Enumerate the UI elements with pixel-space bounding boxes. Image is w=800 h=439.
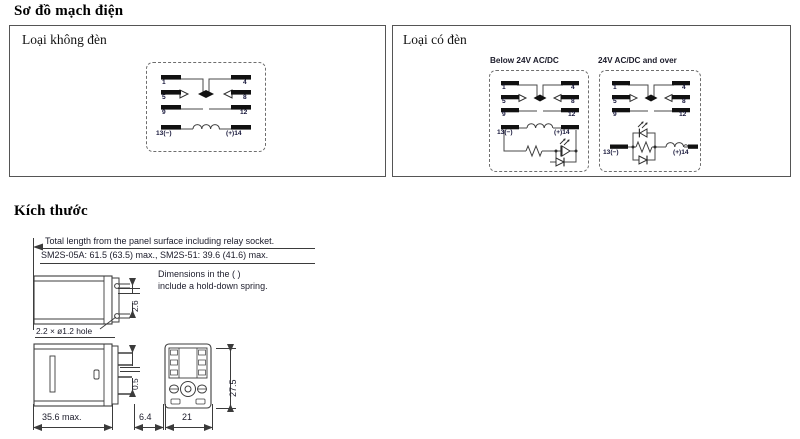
terminal-12: 12 — [679, 111, 687, 118]
dim-64-arrow-left — [134, 424, 143, 431]
panel-no-lamp-title: Loại không đèn — [22, 32, 107, 47]
relay-side-view-upper-svg — [33, 275, 130, 330]
terminal-13-neg: 13(−) — [497, 129, 513, 136]
dim-21-ext-left — [165, 404, 166, 430]
relay-side-view-upper — [32, 272, 162, 330]
terminal-14-pos: (+)14 — [226, 130, 242, 137]
terminal-13-neg: 13(−) — [156, 130, 172, 137]
dim-64-arrow-right — [155, 424, 164, 431]
terminal-5: 5 — [502, 98, 506, 105]
circuit-24v-over-svg — [610, 81, 698, 165]
terminal-5: 5 — [613, 98, 617, 105]
dim-64-ext-right — [163, 404, 164, 430]
terminal-4: 4 — [682, 84, 686, 91]
dim-26-upper-ext — [132, 281, 133, 294]
hole-label: 2.2 × ø1.2 hole — [36, 326, 93, 336]
terminal-4: 4 — [571, 84, 575, 91]
terminal-1: 1 — [502, 84, 506, 91]
dim-05-ref-upper — [120, 367, 140, 368]
dim-356-ext-right — [112, 404, 113, 430]
dim-64-line — [134, 427, 163, 428]
circuit-lamp-24v-over: 1 5 9 4 8 12 13(−) (+)14 — [599, 70, 701, 172]
dim-21-line — [165, 427, 212, 428]
dim-value-35-6: 35.6 max. — [42, 412, 82, 422]
dim-value-2-6: 2.6 — [130, 300, 140, 312]
dim-356-line — [33, 427, 112, 428]
circuit-no-lamp-svg — [161, 75, 251, 130]
dim-26-arrow-bottom — [129, 310, 136, 318]
relay-side-view-lower — [32, 342, 162, 414]
dim-275-ext-bottom — [216, 408, 236, 409]
circuit-no-lamp: 1 5 9 4 8 12 13(−) (+)14 — [146, 62, 266, 152]
dim-21-ext-right — [212, 404, 213, 430]
relay-bottom-view-svg — [164, 343, 212, 409]
panel-with-lamp-title: Loại có đèn — [403, 32, 467, 47]
terminal-9: 9 — [613, 111, 617, 118]
terminal-1: 1 — [162, 79, 166, 86]
dim-356-arrow-left — [33, 424, 42, 431]
relay-bottom-view — [162, 342, 222, 414]
dim-value-27-5: 27.5 — [228, 379, 238, 397]
dimension-arrow-left — [33, 243, 43, 251]
dim-05-arrow-bottom — [129, 389, 136, 397]
terminal-8: 8 — [571, 98, 575, 105]
dim-value-21: 21 — [182, 412, 193, 422]
terminal-9: 9 — [162, 109, 166, 116]
dim-05-ref-lower — [120, 371, 140, 372]
dim-275-ext-top — [216, 348, 236, 349]
dim-21-arrow-left — [165, 424, 174, 431]
dimension-note-line-2: SM2S-05A: 61.5 (63.5) max., SM2S-51: 39.… — [41, 250, 269, 260]
dim-05-upper-ext — [132, 348, 133, 366]
dimension-note-line-1: Total length from the panel surface incl… — [45, 236, 275, 246]
dim-356-ext-left — [33, 404, 34, 430]
dim-64-ext-left — [134, 404, 135, 430]
terminal-13-neg: 13(−) — [603, 149, 619, 156]
dim-26-ref-upper — [118, 288, 140, 289]
dim-05-lower-ext — [132, 378, 133, 396]
dim-26-ref-lower — [118, 293, 140, 294]
dim-05-arrow-top — [129, 345, 136, 353]
spring-note-line-2: include a hold-down spring. — [158, 281, 268, 291]
terminal-8: 8 — [243, 94, 247, 101]
dim-356-arrow-right — [104, 424, 113, 431]
terminal-5: 5 — [162, 94, 166, 101]
dimension-note-underline-2 — [40, 263, 315, 264]
terminal-14-pos: (+)14 — [673, 149, 689, 156]
panel-with-lamp: Loại có đèn Below 24V AC/DC 24V AC/DC an… — [392, 25, 791, 177]
dimensions-heading: Kích thước — [14, 203, 88, 219]
terminal-8: 8 — [682, 98, 686, 105]
panel-no-lamp: Loại không đèn — [9, 25, 386, 177]
circuit-lamp-below-24v: 1 5 9 4 8 12 13(−) (+)14 — [489, 70, 589, 172]
circuit-below-24v-svg — [501, 81, 579, 167]
dim-275-line — [230, 348, 231, 408]
terminal-12: 12 — [568, 111, 576, 118]
dimension-note-underline — [40, 248, 315, 249]
dim-26-arrow-top — [129, 278, 136, 286]
hole-label-underline — [35, 337, 115, 338]
variant-label-24v-and-over: 24V AC/DC and over — [598, 56, 677, 65]
terminal-9: 9 — [502, 111, 506, 118]
relay-side-view-lower-svg — [33, 343, 132, 407]
terminal-12: 12 — [240, 109, 248, 116]
variant-label-below-24v: Below 24V AC/DC — [490, 56, 559, 65]
spring-note-line-1: Dimensions in the ( ) — [158, 269, 241, 279]
terminal-14-pos: (+)14 — [554, 129, 570, 136]
dim-value-6-4: 6.4 — [139, 412, 152, 422]
terminal-1: 1 — [613, 84, 617, 91]
dim-21-arrow-right — [204, 424, 213, 431]
terminal-4: 4 — [243, 79, 247, 86]
dim-value-0-5: 0.5 — [130, 378, 140, 390]
circuit-diagram-heading: Sơ đồ mạch điện — [14, 3, 124, 19]
